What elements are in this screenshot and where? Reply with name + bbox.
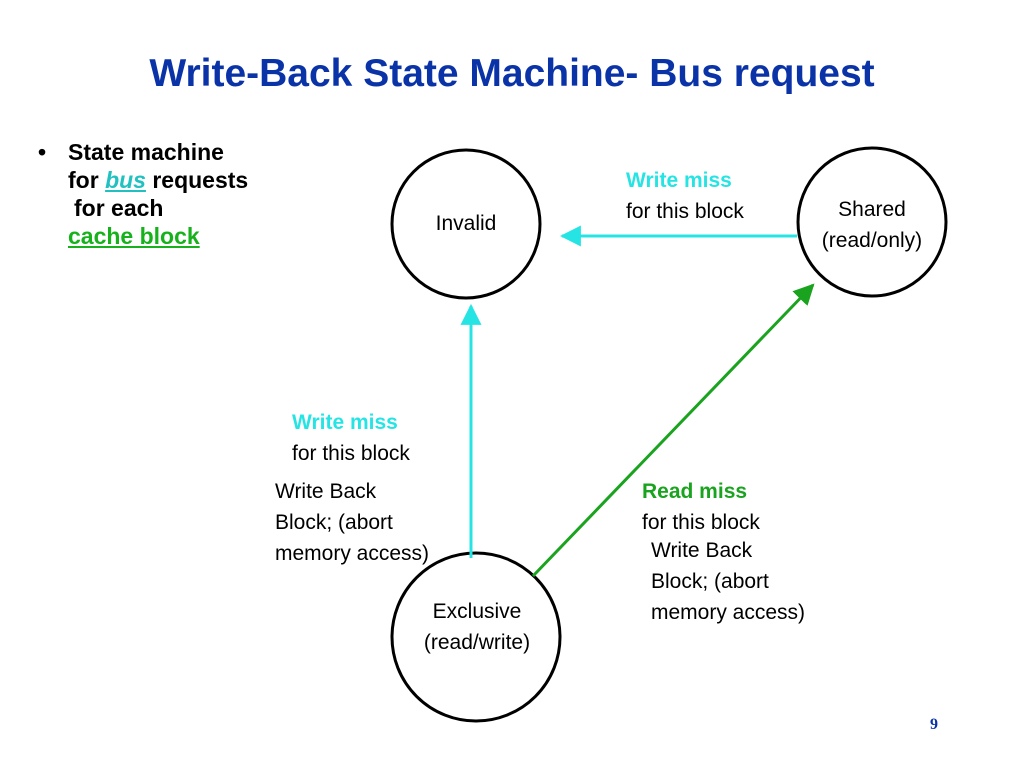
shared-to-invalid-label: Write miss for this block <box>626 165 744 227</box>
exclusive-to-shared-action-line-3: memory access) <box>651 601 806 624</box>
exclusive-to-invalid-detail: for this block <box>292 442 410 465</box>
bus-emphasis: bus <box>105 167 146 193</box>
exclusive-to-shared-event: Read miss <box>642 480 748 503</box>
invalid-state-circle <box>390 148 542 300</box>
invalid-state-label: Invalid <box>435 212 497 235</box>
shared-state-label: Shared (read/only) <box>812 194 932 256</box>
shared-to-invalid-event: Write miss <box>626 169 732 192</box>
exclusive-state-label: Exclusive (read/write) <box>406 596 548 658</box>
exclusive-to-shared-detail: for this block <box>642 511 760 534</box>
bullet-marker: • <box>38 139 47 165</box>
exclusive-to-invalid-action-line-2: Block; (abort <box>275 511 393 534</box>
bullet-line-2-suffix: requests <box>145 167 249 193</box>
bullet-line-2: for bus requests <box>68 166 248 194</box>
exclusive-to-invalid-action-line-1: Write Back <box>275 480 377 503</box>
exclusive-to-invalid-event: Write miss <box>292 411 398 434</box>
exclusive-to-invalid-action: Write Back Block; (abort memory access) <box>275 476 429 569</box>
bullet-line-1: State machine <box>68 139 224 165</box>
exclusive-to-shared-label: Read miss for this block <box>642 476 760 538</box>
shared-state-circle <box>796 146 948 298</box>
exclusive-to-invalid-action-line-3: memory access) <box>275 542 430 565</box>
exclusive-state-label-line-1: Exclusive <box>432 600 522 623</box>
exclusive-to-shared-action: Write Back Block; (abort memory access) <box>651 535 805 628</box>
exclusive-to-shared-action-line-2: Block; (abort <box>651 570 769 593</box>
exclusive-state-label-line-2: (read/write) <box>423 631 531 654</box>
cache-block-emphasis: cache block <box>68 223 200 249</box>
exclusive-to-shared-action-line-1: Write Back <box>651 539 753 562</box>
bullet-line-2-prefix: for <box>68 167 106 193</box>
slide-title: Write-Back State Machine- Bus request <box>149 52 875 95</box>
shared-to-invalid-detail: for this block <box>626 200 744 223</box>
shared-state-label-line-1: Shared <box>838 198 906 221</box>
page-number: 9 <box>930 716 938 733</box>
exclusive-to-shared-arrow <box>531 283 815 578</box>
bullet-line-3: for each <box>74 195 164 221</box>
shared-state-label-line-2: (read/only) <box>821 229 923 252</box>
exclusive-state-circle <box>390 551 562 723</box>
exclusive-to-invalid-label: Write miss for this block <box>292 407 410 469</box>
